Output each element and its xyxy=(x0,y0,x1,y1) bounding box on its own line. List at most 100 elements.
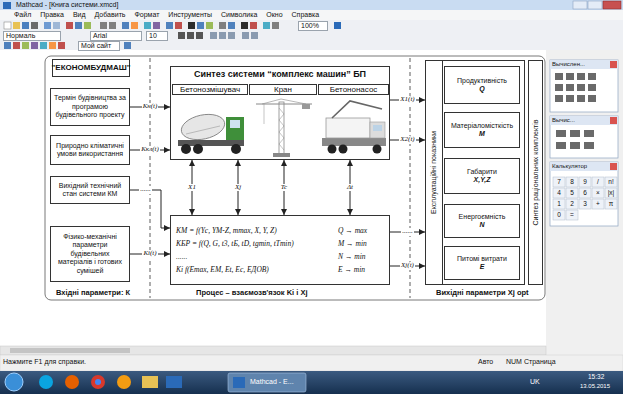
menu-item: Символика xyxy=(221,11,257,19)
formula-text: ...... xyxy=(176,252,334,261)
taskbar-icon xyxy=(91,375,105,389)
edge-label: Kн(t) xyxy=(142,103,159,111)
maximize-button xyxy=(588,1,602,9)
size-dropdown: 10 xyxy=(146,31,168,41)
window-title: Mathcad - [Книга системи.xmcd] xyxy=(16,1,118,9)
status-text: Авто xyxy=(478,358,493,366)
diagram-frame xyxy=(45,56,545,300)
close-button xyxy=(603,1,621,9)
calculator-key: + xyxy=(592,200,604,207)
edge-label: ...... xyxy=(139,186,152,194)
document-area xyxy=(0,50,546,346)
taskbar-active-button xyxy=(228,373,306,392)
input-box: Термін будівництва за програмою будівель… xyxy=(50,88,130,126)
company-box: "ЕКОНОМБУДМАШ" xyxy=(52,59,130,77)
menu-item: Правка xyxy=(40,11,64,19)
formula-text: KБР = f(Q, G, t3, tБ, tD, tgmin, tTmin) xyxy=(176,239,334,248)
tower-crane-picture xyxy=(256,99,312,157)
edge-label: Xj(t) xyxy=(400,262,415,270)
edge-label: Tc xyxy=(280,184,288,192)
calculator-key: 8 xyxy=(566,178,578,185)
clock-time: 15:32 xyxy=(588,373,604,380)
synthesis-band: Синтез раціональних комплектів xyxy=(528,60,543,285)
palette-panels xyxy=(550,60,618,226)
formula-text: E → min xyxy=(338,265,384,274)
box-text: Термін будівництва за програмою будівель… xyxy=(54,94,126,119)
indicator-box: Питомі витратиE xyxy=(444,246,520,280)
input-box: Вихідний технічний стан системи КМ xyxy=(50,176,130,204)
box-text: Синтез системи “комплекс машин” БП xyxy=(194,69,366,80)
indicator-box: МатеріаломісткістьM xyxy=(444,112,520,148)
taskbar-button-label: Mathcad - E... xyxy=(250,378,294,386)
calculator-key: 0 xyxy=(553,211,565,218)
taskbar-icon xyxy=(65,375,79,389)
edge-label: Kкл(t) xyxy=(140,146,160,154)
app-icon xyxy=(3,2,11,9)
formula-text: KМ = f(Yc, YM-Z, mmax, X, Y, Z) xyxy=(176,226,334,235)
scroll-thumb xyxy=(10,348,130,353)
box-text: Вихідний технічний стан системи КМ xyxy=(54,182,126,199)
indicator-box: ГабаритиX,Y,Z xyxy=(444,158,520,194)
calculator-key: 6 xyxy=(579,189,591,196)
dashed-divider xyxy=(150,58,151,298)
symbol-text: E xyxy=(480,263,485,271)
menu-item: Добавить xyxy=(95,11,126,19)
machine-header: Бетонозмішувач xyxy=(172,84,248,95)
taskbar-icon xyxy=(142,376,158,388)
edge-label: X1 xyxy=(187,184,197,192)
taskbar-icon xyxy=(166,376,182,388)
formula-text: M → min xyxy=(338,239,384,248)
box-text: Природно кліматичні умови використання xyxy=(54,142,126,159)
zoom-dropdown: 100% xyxy=(298,21,328,31)
input-box: Фізико-механічні параметри будівельних м… xyxy=(50,226,130,282)
symbol-text: N xyxy=(479,221,484,229)
formula-text: Kі f(Emax, EМ, Et, Ec, EДОВ) xyxy=(176,265,334,274)
mixer-truck-picture xyxy=(178,111,244,154)
site-dropdown: Мой сайт xyxy=(78,41,120,51)
edge-label: Xj xyxy=(234,184,242,192)
vertical-heading: Синтез раціональних комплектів xyxy=(529,61,542,284)
clock-date: 13.05.2015 xyxy=(580,383,610,390)
menu-item: Файл xyxy=(14,11,31,19)
calculator-key: |x| xyxy=(605,189,617,196)
indicator-box: ПродуктивністьQ xyxy=(444,66,520,104)
edge-label: X1(t) xyxy=(399,96,415,104)
box-text: Продуктивність xyxy=(457,77,507,85)
box-text: Матеріаломісткість xyxy=(451,122,513,130)
title-bar xyxy=(0,0,623,10)
palette-title: Вычис... xyxy=(552,117,575,124)
calculator-key: 5 xyxy=(566,189,578,196)
menu-item: Вид xyxy=(73,11,86,19)
flow-arrow xyxy=(130,190,170,228)
calculator-key: = xyxy=(566,211,578,218)
menu-item: Окно xyxy=(266,11,282,19)
section-caption: Вхідні параметри: К xyxy=(56,289,130,298)
section-caption: Процес – взаємозв'язок Kі і Xj xyxy=(196,289,308,298)
input-box: Природно кліматичні умови використання xyxy=(50,135,130,165)
indicator-box: ЕнергоємністьN xyxy=(444,204,520,238)
edge-label: Δt xyxy=(346,184,354,192)
symbol-text: M xyxy=(479,130,485,138)
menu-bar xyxy=(0,10,623,20)
vertical-heading: Експлуатаційні показники xyxy=(426,61,443,284)
status-text: Нажмите F1 для справки. xyxy=(3,358,86,366)
formula-text: N → min xyxy=(338,252,384,261)
style-dropdown: Нормаль xyxy=(3,31,61,41)
calculator-key: / xyxy=(592,178,604,185)
status-bar xyxy=(0,355,623,371)
edge-label: ...... xyxy=(401,228,414,236)
symbol-text: Q xyxy=(479,85,484,93)
taskbar-icon xyxy=(233,377,245,388)
taskbar xyxy=(0,371,623,394)
formula-box: KМ = f(Yc, YM-Z, mmax, X, Y, Z) KБР = f(Q… xyxy=(170,215,390,285)
calculator-keys xyxy=(553,177,617,220)
box-text: Габарити xyxy=(467,168,497,176)
toolbar-icons xyxy=(4,22,341,49)
calculator-key: 3 xyxy=(579,200,591,207)
language-indicator: UK xyxy=(530,378,540,386)
concrete-pump-picture xyxy=(322,101,386,154)
indicator-frame: Експлуатаційні показникиПродуктивністьQМ… xyxy=(425,60,525,285)
menu-item: Формат xyxy=(134,11,159,19)
